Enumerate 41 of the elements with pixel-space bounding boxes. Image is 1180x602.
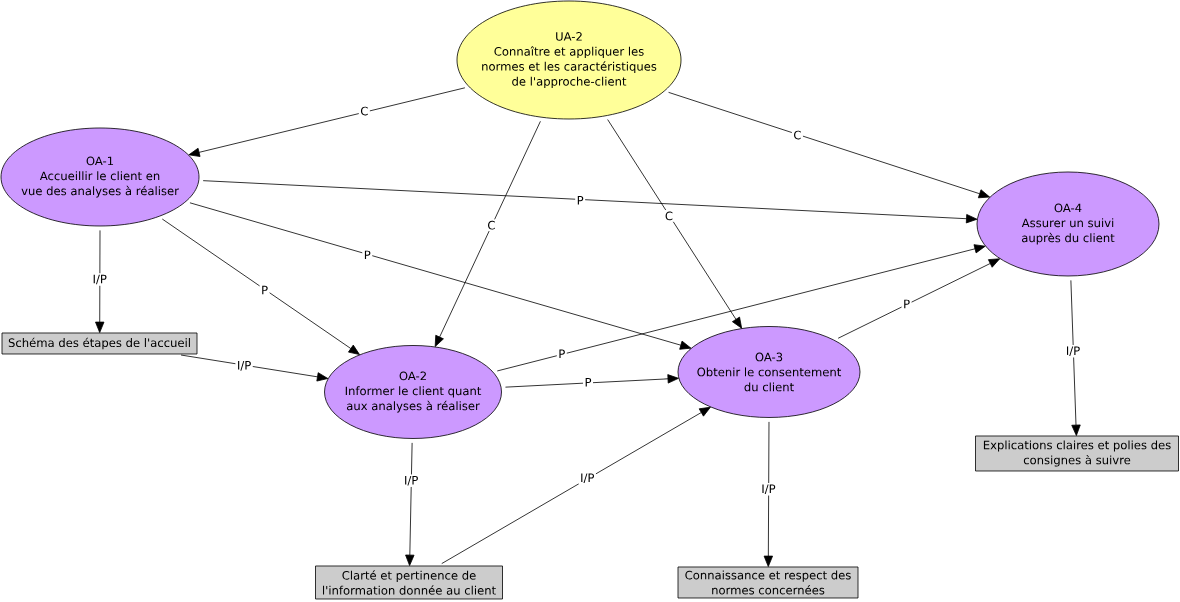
arrow [434, 120, 541, 347]
arrow [95, 230, 105, 333]
arrow [189, 202, 692, 350]
arrow [607, 119, 743, 329]
edge-label: I/P [91, 273, 109, 286]
arrow [441, 406, 711, 564]
arrow [837, 258, 1001, 339]
edge-label: I/P [235, 359, 253, 373]
arrow [668, 91, 991, 199]
arrow [180, 354, 329, 382]
edge-label: I/P [578, 472, 596, 485]
arrow [161, 218, 360, 355]
edge-label: I/P [759, 483, 778, 496]
ellipse-node: OA-2 Informer le client quant aux analyses à réaliser [324, 345, 502, 439]
ellipse-node: OA-4 Assurer un suivi auprès du client [976, 171, 1160, 277]
ellipse-node: UA-2 Connaître et appliquer les normes et les caractéristiques de l'approche-client [456, 0, 682, 120]
edge-label: C [663, 210, 675, 222]
arrow [763, 421, 773, 567]
output-box: Connaissance et respect des normes concernées [677, 566, 859, 599]
edge-label: P [556, 348, 567, 360]
output-box: Schéma des étapes de l'accueil [1, 332, 198, 355]
arrow [202, 180, 978, 224]
edge-label: P [583, 376, 593, 388]
ellipse-node: OA-3 Obtenir le consentement du client [677, 326, 861, 418]
arrow [1070, 279, 1081, 436]
edge-label: I/P [1064, 344, 1082, 358]
output-box: Explications claires et polies des consignes à suivre [975, 435, 1179, 472]
edge-label: P [901, 298, 912, 310]
ellipse-node: OA-1 Accueillir le client en vue des analyses à réaliser [0, 127, 200, 227]
arrow [188, 87, 466, 157]
edge-label: P [362, 249, 373, 261]
edge-label: P [575, 194, 586, 207]
edge-label: I/P [402, 474, 420, 487]
output-box: Clarté et pertinence de l'information donnée au client [315, 565, 503, 600]
edge-label: C [791, 129, 803, 141]
arrow [405, 442, 415, 566]
edge-label: C [485, 219, 497, 232]
edge-label: C [358, 105, 370, 117]
arrow [496, 244, 986, 372]
arrow [505, 374, 679, 388]
edge-label: P [259, 284, 270, 296]
